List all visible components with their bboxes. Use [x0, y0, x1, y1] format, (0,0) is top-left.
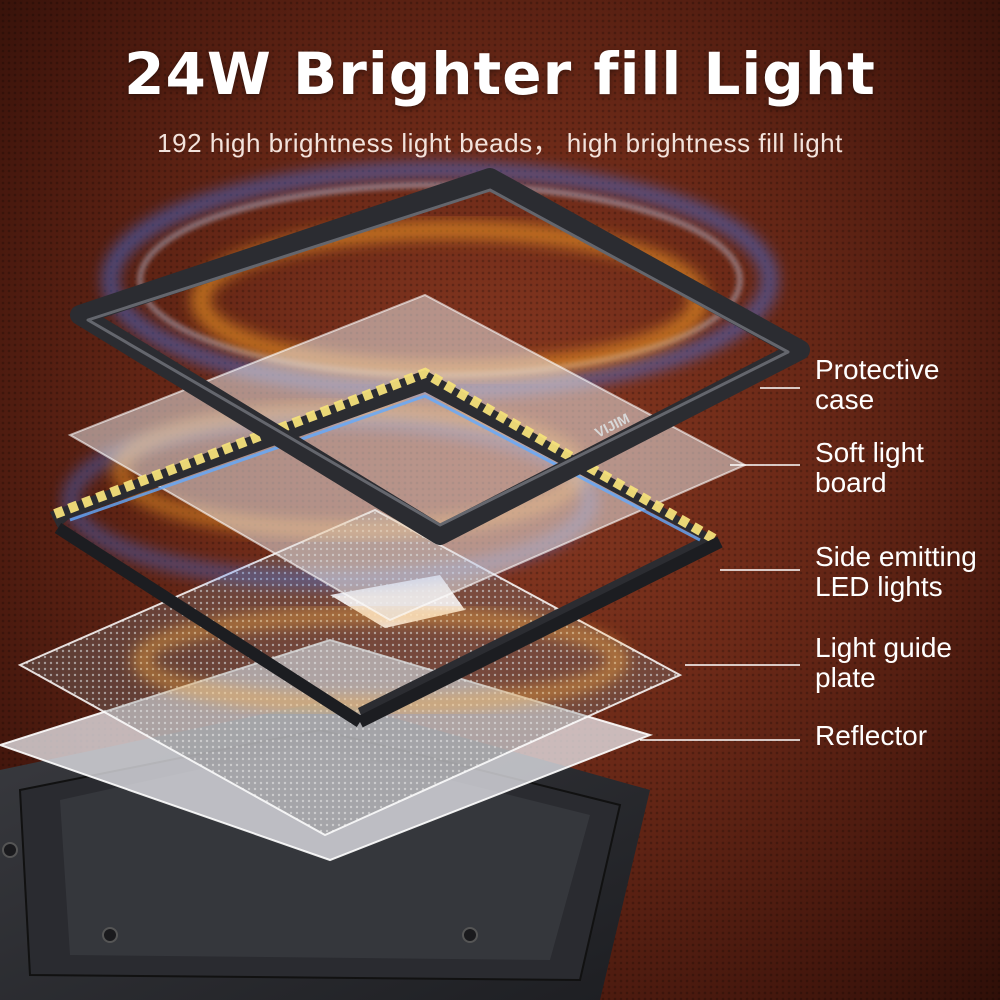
screw-hole-icon [102, 927, 118, 943]
subheadline: 192 high brightness light beads， high br… [157, 128, 843, 158]
label-side-emitting-led-lights: Side emitting LED lights [815, 541, 977, 602]
label-light-guide-plate: Light guide plate [815, 632, 953, 693]
headline: 24W Brighter fill Light [124, 40, 876, 108]
leader-lines [640, 387, 800, 741]
label-protective-case: Protective case [815, 354, 940, 415]
led-strip-frame [50, 367, 723, 728]
screw-hole-icon [2, 842, 18, 858]
label-reflector: Reflector [815, 720, 928, 751]
label-soft-light-board: Soft light board [815, 437, 924, 498]
screw-hole-icon [462, 927, 478, 943]
